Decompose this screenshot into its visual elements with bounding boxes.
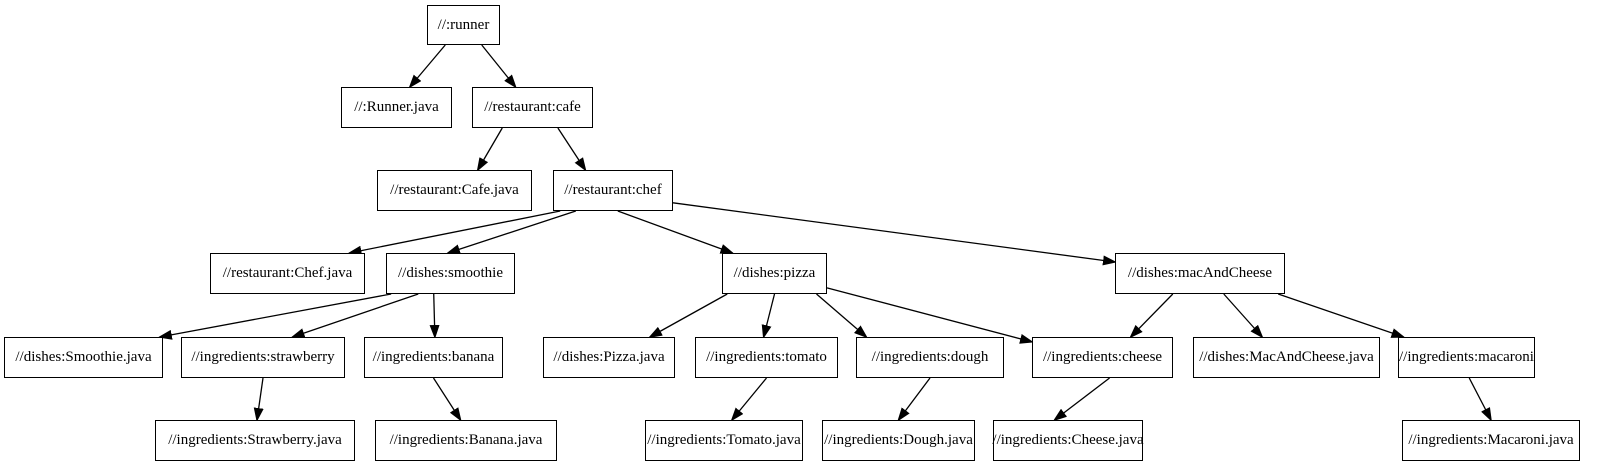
edge-smoothie-to-banana bbox=[429, 293, 440, 339]
node-cafe: //restaurant:cafe bbox=[472, 87, 593, 128]
edge-banana-to-banana_java bbox=[432, 377, 462, 422]
node-pizza: //dishes:pizza bbox=[722, 253, 827, 294]
node-strawberry: //ingredients:strawberry bbox=[181, 337, 345, 378]
node-cafe_java: //restaurant:Cafe.java bbox=[377, 170, 532, 211]
edge-smoothie-to-smoothie_java bbox=[157, 293, 392, 340]
node-runner: //:runner bbox=[427, 5, 500, 45]
edge-macandcheese-to-macaroni bbox=[1277, 293, 1406, 338]
edge-chef-to-pizza bbox=[617, 210, 735, 254]
node-banana_java: //ingredients:Banana.java bbox=[375, 420, 557, 461]
node-cheese_java: //ingredients:Cheese.java bbox=[992, 420, 1144, 461]
edge-dough-to-dough_java bbox=[897, 377, 931, 422]
edge-chef-to-smoothie bbox=[446, 210, 577, 255]
edge-macandcheese-to-macandcheese_java bbox=[1223, 293, 1264, 339]
edge-chef-to-chef_java bbox=[347, 210, 561, 256]
node-chef_java: //restaurant:Chef.java bbox=[210, 253, 365, 294]
edge-chef-to-macandcheese bbox=[672, 202, 1117, 266]
node-smoothie_java: //dishes:Smoothie.java bbox=[4, 337, 163, 378]
edge-smoothie-to-strawberry bbox=[290, 293, 419, 338]
node-pizza_java: //dishes:Pizza.java bbox=[543, 337, 675, 378]
node-smoothie: //dishes:smoothie bbox=[386, 253, 515, 294]
node-macandcheese_java: //dishes:MacAndCheese.java bbox=[1193, 337, 1380, 378]
node-strawberry_java: //ingredients:Strawberry.java bbox=[155, 420, 355, 461]
node-tomato: //ingredients:tomato bbox=[695, 337, 838, 378]
edge-strawberry-to-strawberry_java bbox=[253, 377, 264, 422]
edge-pizza-to-pizza_java bbox=[648, 293, 728, 338]
edge-runner-to-cafe bbox=[481, 44, 517, 89]
edge-tomato-to-tomato_java bbox=[730, 377, 768, 422]
node-cheese: //ingredients:cheese bbox=[1032, 337, 1173, 378]
edge-runner-to-runner_java bbox=[408, 44, 446, 89]
node-macaroni_java: //ingredients:Macaroni.java bbox=[1402, 420, 1580, 461]
node-dough_java: //ingredients:Dough.java bbox=[822, 420, 975, 461]
node-chef: //restaurant:chef bbox=[553, 170, 673, 211]
edge-pizza-to-cheese bbox=[826, 287, 1034, 344]
node-dough: //ingredients:dough bbox=[856, 337, 1004, 378]
edge-pizza-to-dough bbox=[816, 293, 868, 339]
edge-cafe-to-chef bbox=[557, 127, 587, 172]
node-macandcheese: //dishes:macAndCheese bbox=[1115, 253, 1285, 294]
node-banana: //ingredients:banana bbox=[364, 337, 503, 378]
node-runner_java: //:Runner.java bbox=[341, 87, 452, 128]
edge-pizza-to-tomato bbox=[761, 293, 776, 339]
node-macaroni: //ingredients:macaroni bbox=[1398, 337, 1535, 378]
edge-cheese-to-cheese_java bbox=[1052, 377, 1110, 422]
edge-macaroni-to-macaroni_java bbox=[1468, 377, 1492, 422]
node-tomato_java: //ingredients:Tomato.java bbox=[645, 420, 803, 461]
edge-cafe-to-cafe_java bbox=[476, 127, 503, 172]
edge-macandcheese-to-cheese bbox=[1129, 293, 1174, 339]
